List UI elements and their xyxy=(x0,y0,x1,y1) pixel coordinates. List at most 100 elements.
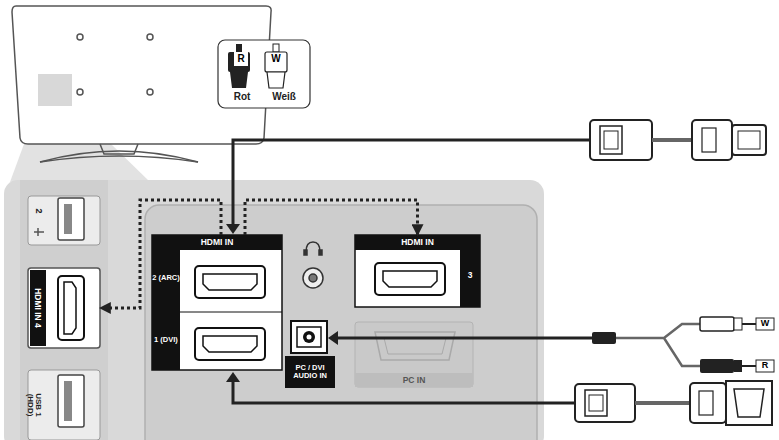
hdmi-cable-part xyxy=(604,131,618,149)
plug-inset: RWRotWeiß xyxy=(218,40,310,108)
hdmi-panel-part xyxy=(203,336,257,352)
side-ports-part xyxy=(64,282,76,334)
port-label: Weiß xyxy=(260,90,308,104)
hdmi-panel-part xyxy=(355,235,480,250)
dvi-cable-part xyxy=(226,372,240,382)
hdmi-panel: HDMI IN2 (ARC)1 (DVI) xyxy=(152,235,282,370)
hdmi-panel xyxy=(152,235,282,370)
pc-in-port-part xyxy=(375,332,455,360)
audio-cable-part xyxy=(700,359,734,373)
audio-cable-part xyxy=(328,331,338,345)
hdmi-panel-part xyxy=(375,263,445,295)
side-ports-part xyxy=(58,198,84,240)
tv-set-part xyxy=(38,74,72,106)
audio-cable-part xyxy=(742,323,756,325)
rear-panel xyxy=(4,180,544,440)
tv-set-part xyxy=(40,151,198,162)
tv-set-part xyxy=(12,6,271,144)
audio-input: PC / DVI AUDIO IN xyxy=(285,318,335,388)
port-label: 1 (DVI) xyxy=(152,327,180,353)
hdmi-panel-part xyxy=(180,312,282,313)
dvi-cable-part xyxy=(726,381,772,425)
audio-jack-part xyxy=(297,327,321,347)
pc-in-port-part xyxy=(384,338,446,354)
port-label: 3 xyxy=(460,268,480,282)
plug-inset-part xyxy=(228,52,250,72)
pc-in-port xyxy=(355,322,473,387)
port-label: USB 1 (HDD) xyxy=(21,383,47,427)
port-label: PC / DVI AUDIO IN xyxy=(285,356,335,388)
audio-cable-part xyxy=(616,324,700,366)
hdmi-panel xyxy=(355,235,480,307)
side-ports-part xyxy=(28,268,100,348)
tv-set-part xyxy=(40,156,198,162)
headphone-jack-part xyxy=(306,242,320,252)
audio-cable-part xyxy=(734,318,742,330)
dvi-cable-part xyxy=(635,401,690,405)
hdmi-panel-part xyxy=(383,271,437,287)
dvi-cable-part xyxy=(589,395,603,411)
hdmi-cable-part xyxy=(732,125,766,155)
port-label: HDMI IN xyxy=(152,235,282,250)
hdmi-port: HDMI IN 4 xyxy=(28,268,100,348)
plug-letter: W xyxy=(757,318,773,330)
audio-cable-part xyxy=(700,317,734,331)
hdmi-panel-part xyxy=(152,235,282,370)
plug-inset-part xyxy=(218,40,310,108)
audio-jack-part xyxy=(303,331,315,343)
audio-jack-part xyxy=(307,335,312,340)
hdmi-cable-part xyxy=(226,224,240,234)
usb-port: 2 xyxy=(28,196,100,245)
audio-cable-part xyxy=(592,332,616,344)
hdmi-panel-part xyxy=(355,235,480,307)
port-label: HDMI IN xyxy=(355,235,480,250)
pc-in-port-part xyxy=(355,322,473,387)
audio-cable xyxy=(328,317,774,373)
pc-in-port-part xyxy=(355,373,473,387)
hdmi-cable xyxy=(226,120,766,234)
plug-inset-part xyxy=(265,52,287,72)
pc-in-port: PC IN xyxy=(355,322,473,387)
headphone-jack-part xyxy=(319,250,322,255)
hdmi-cable-part xyxy=(692,120,732,160)
hdmi-panel-part xyxy=(460,250,480,307)
port-label: W xyxy=(265,52,287,66)
plug-inset-part xyxy=(273,44,279,52)
audio-cable-part xyxy=(756,360,774,372)
plug-letter: R xyxy=(757,360,773,372)
headphone-jack-part xyxy=(304,250,307,255)
plug-inset-part xyxy=(230,72,248,88)
audio-cable-part xyxy=(756,318,774,330)
port-label: PC IN xyxy=(355,373,473,387)
alternative-connection xyxy=(245,200,418,235)
hdmi-panel-part xyxy=(195,328,265,360)
headphone-jack-part xyxy=(309,274,317,282)
headphone-jack-part xyxy=(303,268,323,288)
port-label: 2 xyxy=(31,204,45,218)
side-ports-part xyxy=(30,270,46,346)
plug-inset-part xyxy=(267,72,285,88)
audio-jack-part xyxy=(291,321,327,353)
dvi-cable-part xyxy=(699,391,713,415)
tv-set-part xyxy=(147,89,153,95)
audio-jack xyxy=(285,321,335,388)
side-ports-part xyxy=(28,196,100,245)
tv-set-part xyxy=(100,144,138,154)
plug-inset-part xyxy=(234,52,248,66)
dvi-cable-part xyxy=(575,384,635,422)
port-label: Rot xyxy=(220,90,264,104)
dvi-cable-part xyxy=(585,390,607,416)
hdmi-cable-part xyxy=(590,120,652,160)
rear-panel-part xyxy=(20,180,108,440)
side-ports-part xyxy=(58,276,84,340)
usb-port: USB 1 (HDD) xyxy=(28,370,100,440)
rear-panel-part xyxy=(145,205,537,440)
audio-cable-part xyxy=(742,365,756,367)
side-ports-part xyxy=(34,228,44,236)
hdmi-panel: HDMI IN 3 xyxy=(355,235,480,307)
audio-jack-part xyxy=(285,356,335,388)
